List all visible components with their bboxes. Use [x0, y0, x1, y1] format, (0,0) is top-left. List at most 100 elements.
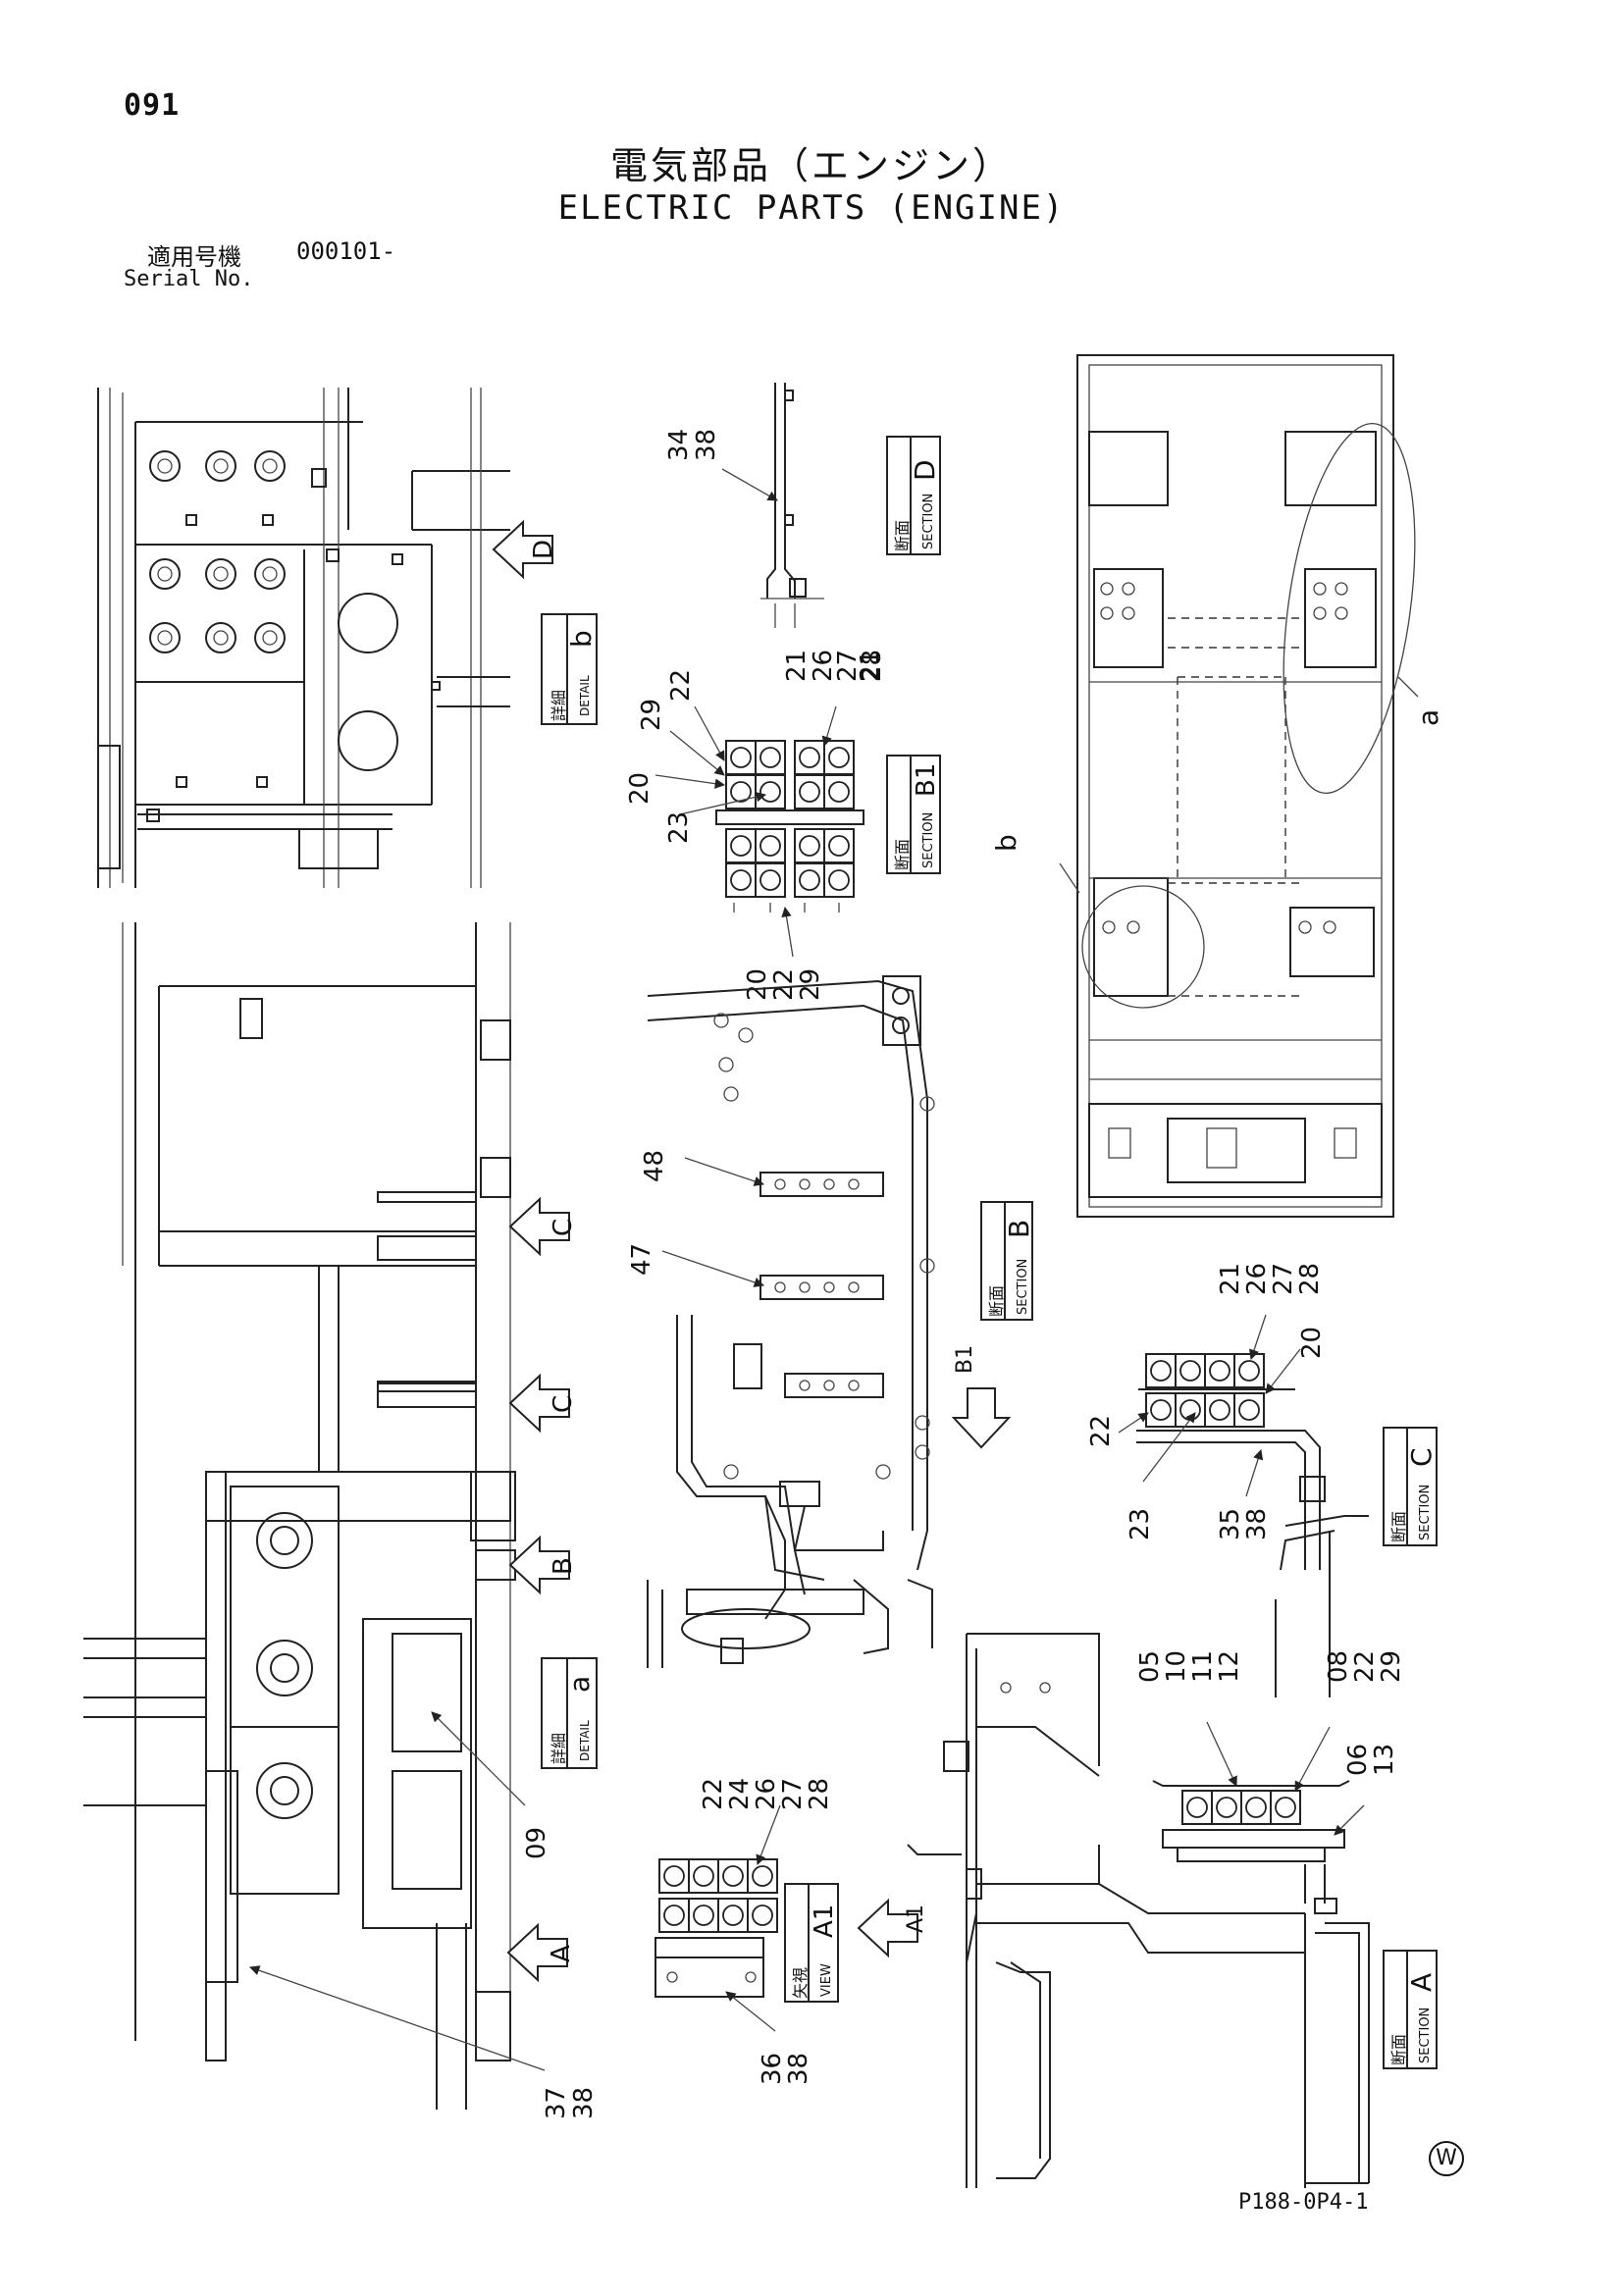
detail-a-label: 詳細 DETAIL a: [541, 1657, 598, 1769]
serial-label-japanese: 適用号機: [147, 243, 241, 271]
callout-21: 21: [856, 650, 885, 682]
section-b-drawing: [647, 975, 935, 1668]
view-a1-en: VIEW: [819, 1963, 834, 1997]
callout-38-a: 38: [569, 2087, 599, 2119]
callout-27-a1: 27: [778, 1778, 808, 1810]
callout-10: 10: [1162, 1650, 1191, 1683]
section-a-drawing: [907, 1633, 1370, 2188]
section-b1-label: 断面 SECTION B1: [886, 755, 941, 874]
callout-22-a: 22: [1350, 1650, 1380, 1683]
view-a1-label: 矢視 VIEW A1: [784, 1883, 839, 2003]
callout-38-c: 38: [1242, 1508, 1272, 1540]
callout-06: 06: [1343, 1744, 1373, 1776]
callout-48: 48: [640, 1150, 669, 1182]
section-d-jp: 断面: [893, 520, 912, 551]
callout-08: 08: [1324, 1650, 1353, 1683]
section-d-label: 断面 SECTION D: [886, 436, 941, 555]
callout-20-c: 20: [1297, 1327, 1327, 1359]
callout-37: 37: [542, 2087, 571, 2119]
callout-35: 35: [1216, 1508, 1245, 1540]
arrow-b-label: B: [549, 1557, 578, 1575]
page-title-japanese: 電気部品（エンジン）: [609, 144, 1013, 187]
section-a-jp: 断面: [1389, 2034, 1408, 2065]
detail-b-label: 詳細 DETAIL b: [541, 613, 598, 725]
serial-number-value: 000101-: [296, 237, 396, 265]
callout-26-a1: 26: [752, 1778, 781, 1810]
callout-21-c: 21: [1216, 1263, 1245, 1295]
callout-12: 12: [1215, 1650, 1244, 1683]
section-b-jp: 断面: [987, 1285, 1006, 1317]
overview-label-a: a: [1412, 709, 1444, 726]
view-a1-letter: A1: [810, 1905, 839, 1938]
callout-38-a1: 38: [784, 2053, 813, 2085]
callout-34: 34: [664, 429, 694, 461]
section-c-letter: C: [1405, 1447, 1438, 1467]
arrow-a1-label: A1: [904, 1905, 928, 1933]
section-b-en: SECTION: [1016, 1259, 1030, 1315]
callout-29-b1: 29: [637, 699, 666, 731]
callout-29-a: 29: [1377, 1650, 1406, 1683]
detail-a-letter: a: [563, 1676, 596, 1693]
section-b1-drawing: [715, 740, 864, 913]
callout-47: 47: [627, 1243, 656, 1276]
callout-05: 05: [1135, 1650, 1165, 1683]
callout-26-c: 26: [1242, 1263, 1272, 1295]
page-title-english: ELECTRIC PARTS (ENGINE): [557, 188, 1066, 228]
callout-20-b1: 20: [625, 772, 654, 805]
arrow-b1-label: B1: [953, 1345, 977, 1374]
section-c-jp: 断面: [1389, 1511, 1408, 1542]
callout-23-c: 23: [1126, 1508, 1155, 1540]
callout-26-b1: 26: [809, 650, 838, 682]
section-a-en: SECTION: [1418, 2008, 1433, 2063]
section-b1-en: SECTION: [921, 812, 936, 868]
detail-b-letter: b: [565, 630, 598, 648]
section-c-en: SECTION: [1418, 1485, 1433, 1540]
callout-24-a1: 24: [725, 1778, 755, 1810]
detail-a-en: DETAIL: [578, 1720, 592, 1761]
section-d-drawing: [760, 383, 824, 628]
arrow-a-label: A: [547, 1945, 576, 1962]
callout-38: 38: [692, 429, 721, 461]
callout-23-b1: 23: [664, 811, 694, 844]
section-arrow-b1: [953, 1387, 1010, 1448]
callout-27-b1: 27: [833, 650, 863, 682]
callout-22-b1: 22: [666, 669, 696, 702]
callout-09: 09: [522, 1827, 551, 1859]
callout-36: 36: [758, 2053, 787, 2085]
callout-22-a1: 22: [699, 1778, 728, 1810]
detail-b-drawing: [97, 388, 510, 888]
detail-a-drawing: [83, 922, 516, 2110]
callout-11: 11: [1188, 1650, 1218, 1683]
callout-21-b1: 21: [782, 650, 812, 682]
arrow-d-label: D: [529, 540, 558, 559]
section-b1-letter: B1: [912, 763, 941, 797]
callout-20-b1-lower: 20: [743, 968, 772, 1001]
section-a-letter: A: [1405, 1973, 1438, 1992]
callout-27-c: 27: [1269, 1263, 1298, 1295]
section-b1-jp: 断面: [893, 839, 912, 870]
corner-mark-icon: W: [1429, 2141, 1464, 2176]
detail-b-en: DETAIL: [578, 675, 592, 716]
view-a1-drawing: [654, 1858, 778, 1998]
view-a1-jp: 矢視: [791, 1967, 810, 1999]
callout-28-a1: 28: [805, 1778, 834, 1810]
arrow-c-lower-label: C: [549, 1395, 578, 1413]
detail-a-jp: 詳細: [550, 1733, 568, 1764]
section-b-label: 断面 SECTION B: [980, 1201, 1035, 1321]
callout-22-c: 22: [1086, 1415, 1116, 1447]
section-a-label: 断面 SECTION A: [1383, 1950, 1438, 2069]
callout-28-b1: 28: [858, 650, 887, 682]
arrow-c-upper-label: C: [549, 1219, 578, 1236]
detail-b-jp: 詳細: [550, 690, 568, 721]
section-d-letter: D: [909, 459, 941, 481]
page-code: P188-0P4-1: [1238, 2190, 1369, 2215]
overview-label-b: b: [990, 834, 1022, 852]
callout-28-c: 28: [1295, 1263, 1325, 1295]
section-b-letter: B: [1003, 1220, 1035, 1238]
callout-22-b1-lower: 22: [769, 968, 799, 1001]
section-c-label: 断面 SECTION C: [1383, 1427, 1438, 1546]
callout-13: 13: [1370, 1744, 1399, 1776]
page-number: 091: [124, 88, 181, 123]
section-d-en: SECTION: [921, 494, 936, 549]
